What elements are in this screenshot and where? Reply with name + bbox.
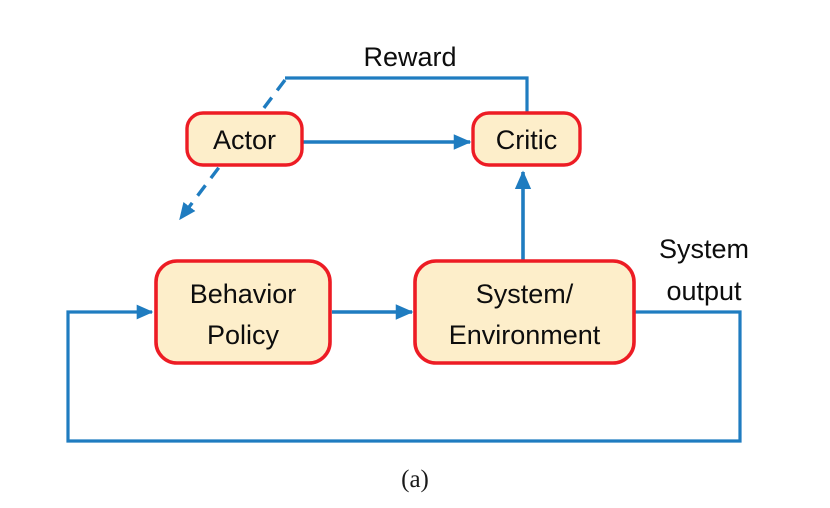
- edge-label-system-output-line1: System: [659, 234, 749, 264]
- node-behavior-policy-label-line2: Policy: [207, 320, 280, 350]
- edge-label-system-output-line2: output: [666, 276, 742, 306]
- node-behavior-policy[interactable]: Behavior Policy: [154, 259, 332, 365]
- node-system-environment-label-line2: Environment: [449, 320, 601, 350]
- edge-actor-to-behavior-policy[interactable]: [178, 78, 287, 221]
- node-critic-label: Critic: [496, 125, 558, 155]
- figure-caption: (a): [401, 466, 429, 493]
- edge-label-reward: Reward: [363, 42, 456, 72]
- node-critic[interactable]: Critic: [471, 111, 582, 167]
- node-behavior-policy-label-line1: Behavior: [190, 279, 297, 309]
- edge-system-output-feedback[interactable]: [66, 304, 742, 443]
- node-system-environment-shape: [413, 259, 636, 365]
- node-system-environment[interactable]: System/ Environment: [413, 259, 636, 365]
- node-actor-label: Actor: [213, 125, 276, 155]
- node-critic-shape: [471, 111, 582, 167]
- edge-critic-to-actor-reward[interactable]: [285, 76, 529, 113]
- connectors-layer: [66, 76, 742, 443]
- node-actor[interactable]: Actor: [185, 111, 304, 167]
- node-behavior-policy-shape: [154, 259, 332, 365]
- node-actor-shape: [185, 111, 304, 167]
- node-system-environment-label-line1: System/: [476, 279, 574, 309]
